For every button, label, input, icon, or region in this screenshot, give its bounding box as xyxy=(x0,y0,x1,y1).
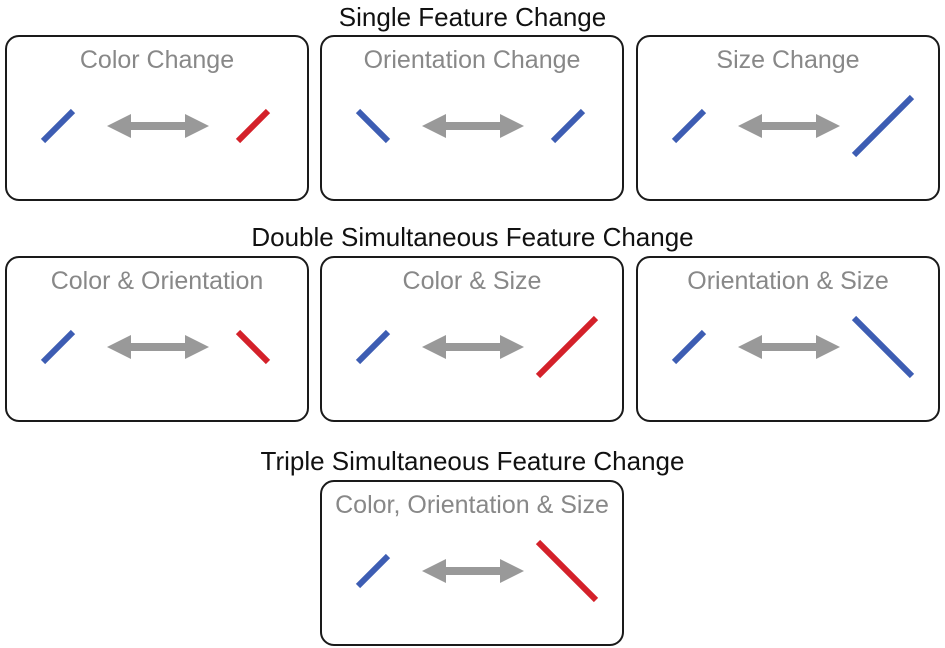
right-bar xyxy=(851,315,915,379)
panel-title: Orientation & Size xyxy=(687,267,889,295)
double-arrow-icon xyxy=(422,559,524,583)
panel-color-orientation-size: Color, Orientation & Size xyxy=(320,480,624,646)
panel-title: Orientation Change xyxy=(363,46,581,74)
left-bar xyxy=(40,329,76,365)
panel-figure xyxy=(40,329,271,365)
right-bar xyxy=(550,108,586,144)
panel-title: Size Change xyxy=(716,46,860,74)
left-bar xyxy=(40,108,76,144)
panel-figure xyxy=(355,315,599,379)
left-bar xyxy=(671,329,707,365)
panel-orientation-size: Orientation & Size xyxy=(636,256,940,422)
right-bar xyxy=(535,315,599,379)
double-arrow-icon xyxy=(107,114,209,138)
right-bar xyxy=(851,94,915,158)
left-bar xyxy=(355,108,391,144)
double-arrow-icon xyxy=(738,335,840,359)
panel-figure xyxy=(40,108,271,144)
panel-figure xyxy=(671,94,915,158)
right-bar xyxy=(235,108,271,144)
panel-figure xyxy=(355,539,599,603)
panel-title: Color Change xyxy=(79,46,235,74)
left-bar xyxy=(355,553,391,589)
section-heading-triple: Triple Simultaneous Feature Change xyxy=(260,446,685,476)
section-heading-double: Double Simultaneous Feature Change xyxy=(251,222,694,252)
double-arrow-icon xyxy=(738,114,840,138)
panel-color-orientation: Color & Orientation xyxy=(5,256,309,422)
panel-figure xyxy=(355,108,586,144)
panel-title: Color, Orientation & Size xyxy=(335,491,609,519)
panel-color-size: Color & Size xyxy=(320,256,624,422)
panel-size-change: Size Change xyxy=(636,35,940,201)
double-arrow-icon xyxy=(422,114,524,138)
left-bar xyxy=(671,108,707,144)
panel-color-change: Color Change xyxy=(5,35,309,201)
left-bar xyxy=(355,329,391,365)
panel-title: Color & Orientation xyxy=(50,267,264,295)
double-arrow-icon xyxy=(422,335,524,359)
panel-title: Color & Size xyxy=(402,267,542,295)
panel-figure xyxy=(671,315,915,379)
panel-orientation-change: Orientation Change xyxy=(320,35,624,201)
right-bar xyxy=(235,329,271,365)
double-arrow-icon xyxy=(107,335,209,359)
right-bar xyxy=(535,539,599,603)
section-heading-single: Single Feature Change xyxy=(338,2,607,32)
